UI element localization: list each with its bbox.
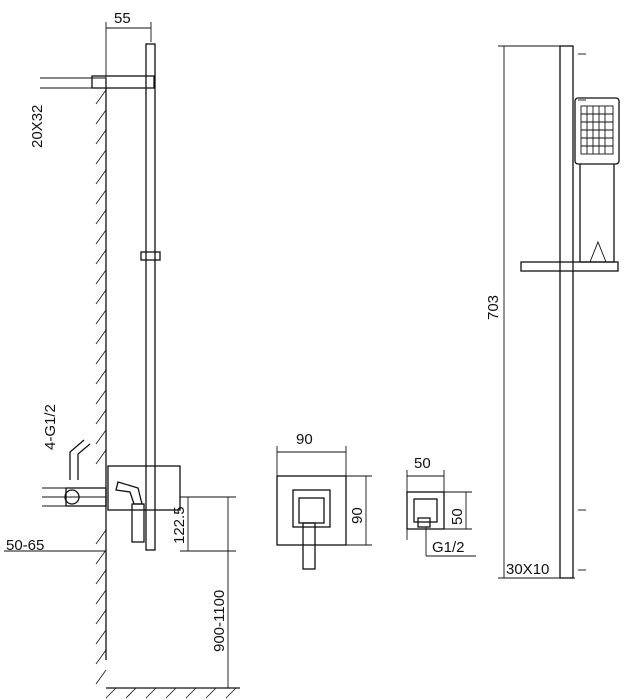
plate-width-label: 90 [296, 431, 313, 448]
plate-height-label: 90 [349, 507, 366, 524]
mixer-lever [115, 481, 143, 505]
soap-shelf [520, 261, 619, 272]
elbow-outlet [417, 517, 431, 528]
inlet-thread-label: 4-G1/2 [42, 404, 59, 450]
top-width-label: 55 [114, 10, 131, 27]
rail-section-label: 30X10 [506, 561, 549, 578]
plate-knob [298, 497, 325, 524]
elbow-thread-label: G1/2 [432, 539, 465, 556]
shower-arm [91, 75, 155, 89]
handle-holder-notch [589, 240, 607, 263]
mixer-height-label: 122.5 [171, 506, 188, 544]
wall-plate [276, 475, 347, 546]
plate-lever [302, 522, 316, 570]
front-plate-view: 90 90 [276, 431, 372, 570]
slide-holder [140, 251, 161, 261]
plate-inner-square [292, 489, 331, 528]
elbow-inner [413, 498, 438, 523]
rail-front-view: 703 30X10 [485, 45, 620, 579]
shower-nozzle-grid [581, 106, 613, 154]
shower-handle [579, 164, 615, 263]
mixer-spout [131, 503, 145, 543]
supply-pipe [69, 439, 91, 480]
elbow-height-label: 50 [449, 508, 466, 525]
install-height-label: 900-1100 [211, 590, 228, 652]
rail-length-label: 703 [485, 295, 502, 320]
elbow-width-label: 50 [414, 455, 431, 472]
arm-size-label: 20X32 [29, 105, 46, 148]
slide-rail [559, 45, 574, 579]
riser-pipe [145, 43, 156, 551]
wall-offset-label: 50-65 [6, 537, 44, 554]
wall-elbow-view: 50 50 G1/2 [406, 455, 476, 557]
elbow-body [406, 491, 445, 530]
shower-head [574, 97, 620, 165]
wall-hatching [95, 89, 237, 699]
side-view: 55 20X32 4-G1/2 50-65 122.5 900-1100 [4, 10, 240, 699]
